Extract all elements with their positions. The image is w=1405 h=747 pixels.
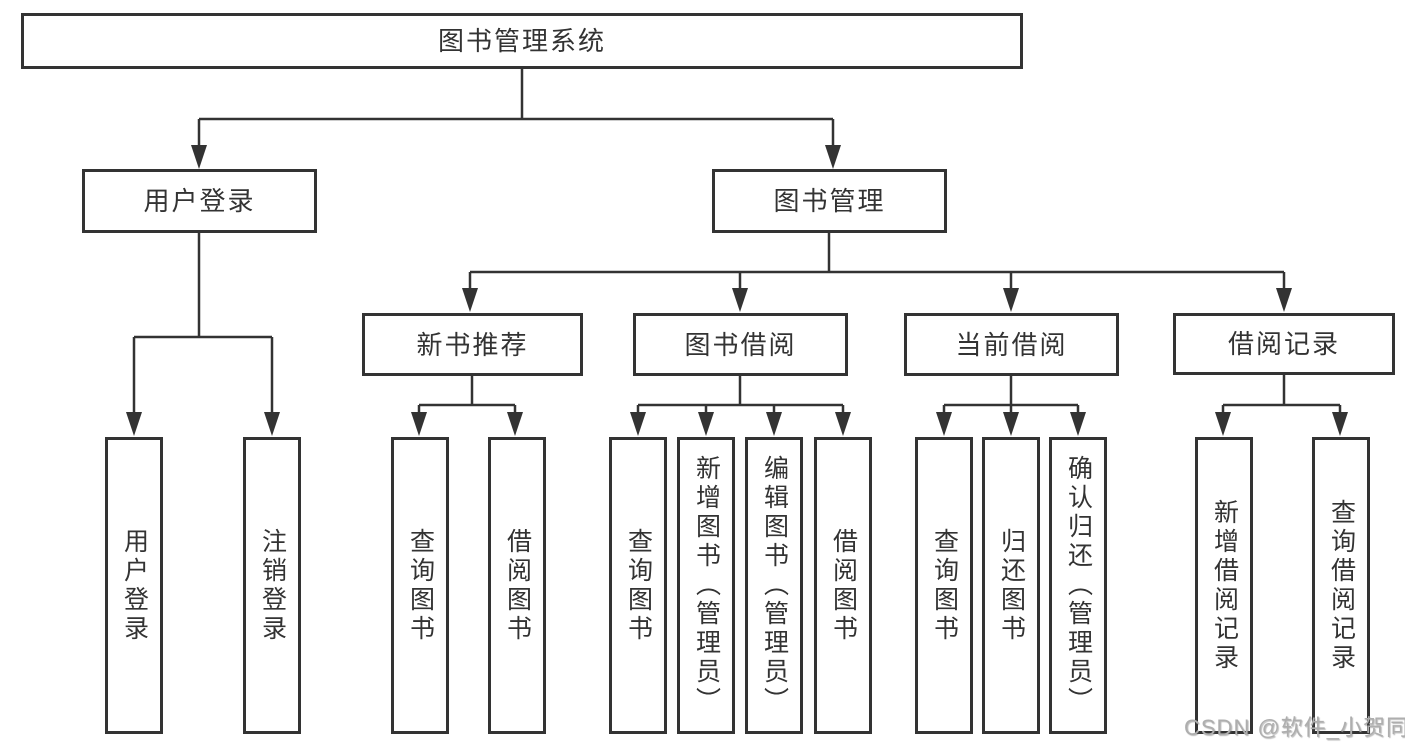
node-new-book-recommend: 新书推荐 xyxy=(362,313,583,376)
node-current-borrow: 当前借阅 xyxy=(904,313,1119,376)
leaf-query-books-recommend: 查询图书 xyxy=(391,437,449,734)
node-borrow-records: 借阅记录 xyxy=(1173,313,1395,375)
leaf-return-book: 归还图书 xyxy=(982,437,1040,734)
leaf-add-book-admin: 新增图书（管理员） xyxy=(677,437,735,734)
leaf-user-login: 用户登录 xyxy=(105,437,163,734)
leaf-confirm-return-admin: 确认归还（管理员） xyxy=(1049,437,1107,734)
leaf-logout: 注销登录 xyxy=(243,437,301,734)
leaf-query-books-borrow: 查询图书 xyxy=(609,437,667,734)
node-library-system: 图书管理系统 xyxy=(21,13,1023,69)
leaf-add-borrow-record: 新增借阅记录 xyxy=(1195,437,1253,734)
leaf-borrow-books-recommend: 借阅图书 xyxy=(488,437,546,734)
node-user-login: 用户登录 xyxy=(82,169,317,233)
leaf-query-books-current: 查询图书 xyxy=(915,437,973,734)
leaf-query-borrow-record: 查询借阅记录 xyxy=(1312,437,1370,734)
node-book-borrow: 图书借阅 xyxy=(633,313,848,376)
node-book-management: 图书管理 xyxy=(712,169,947,233)
leaf-borrow-books-borrow: 借阅图书 xyxy=(814,437,872,734)
leaf-edit-book-admin: 编辑图书（管理员） xyxy=(745,437,803,734)
watermark: CSDN @软件_小贺同学 xyxy=(1184,715,1405,740)
